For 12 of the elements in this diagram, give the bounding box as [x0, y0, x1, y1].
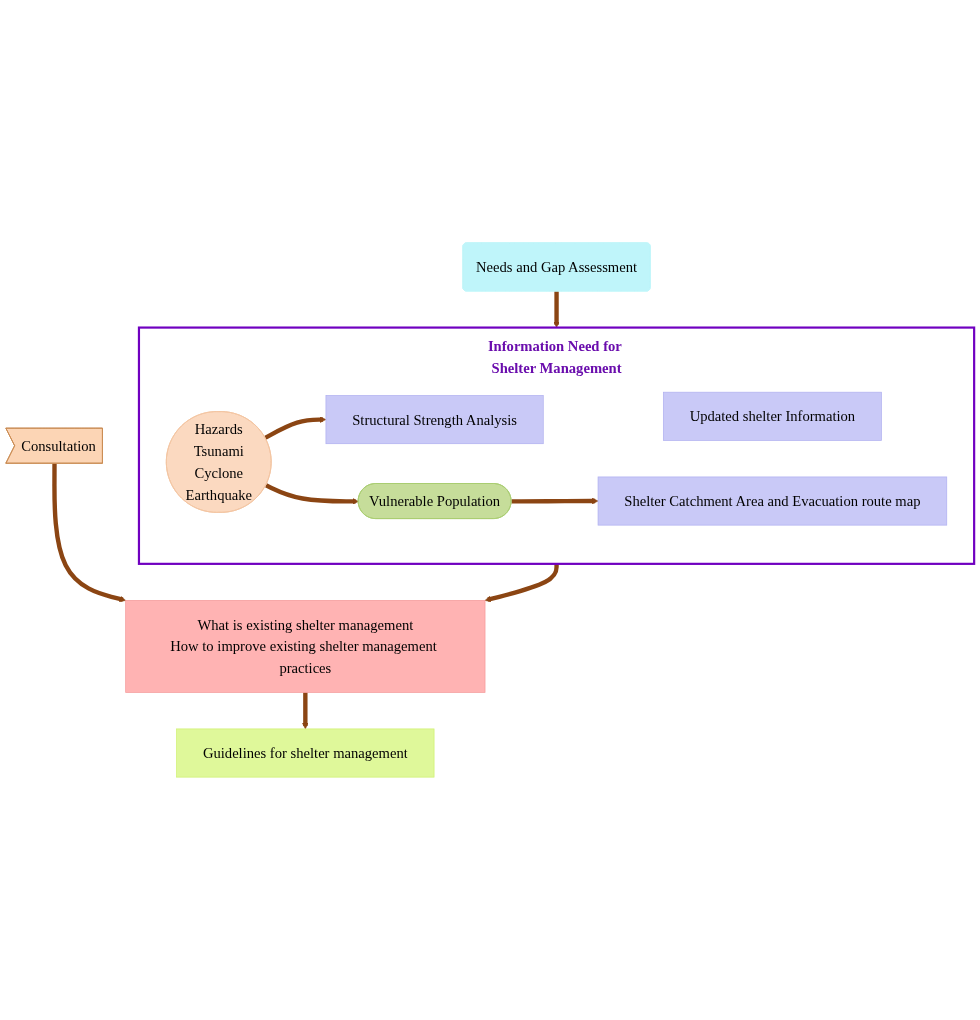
node-box: Shelter Catchment Area and Evacuation route map [597, 476, 948, 526]
node-box: Updated shelter Information [663, 391, 882, 441]
node-box: What is existing shelter management How to improve existing shelter management practices [125, 600, 486, 693]
arrow [511, 497, 599, 505]
node-box: Structural Strength Analysis [325, 395, 544, 445]
arrow [302, 692, 309, 730]
arrow [264, 416, 327, 440]
arrow [484, 563, 559, 603]
arrow [265, 483, 359, 505]
arrow [553, 291, 560, 328]
arrow [52, 463, 126, 603]
node-box: Guidelines for shelter management [176, 728, 435, 778]
